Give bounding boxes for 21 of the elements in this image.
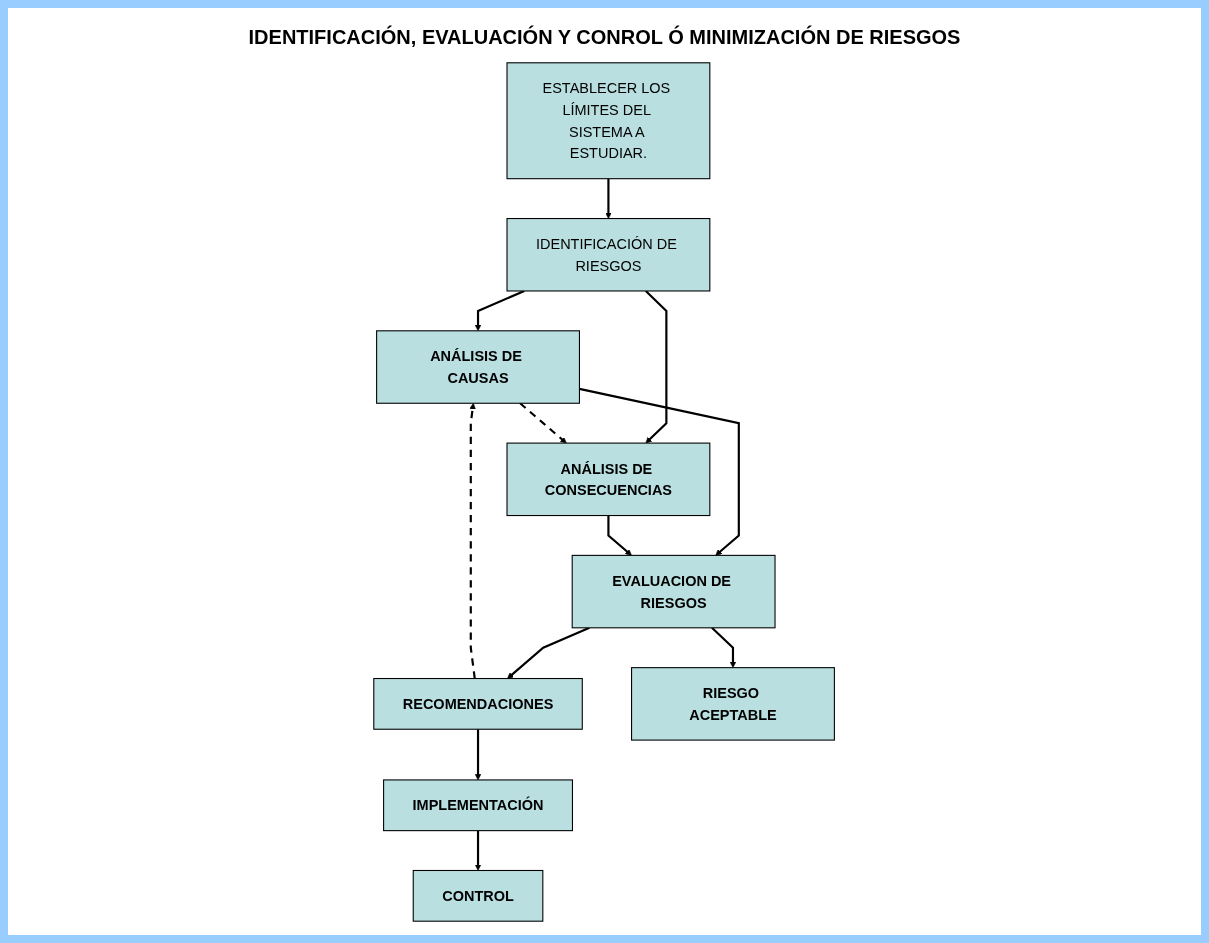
node-box [376, 330, 581, 404]
arrow [711, 627, 737, 668]
arrow [475, 729, 482, 781]
node-box [506, 442, 711, 517]
node-box [506, 62, 711, 180]
diagram-title: IDENTIFICACIÓN, EVALUACIÓN Y CONROL Ó MINIMIZACIÓN DE RIESGOS [248, 26, 961, 49]
arrow [645, 290, 668, 444]
node-box [373, 677, 584, 730]
arrow [507, 626, 591, 679]
arrow [519, 402, 568, 444]
arrow [475, 830, 482, 871]
node-box [572, 554, 776, 629]
arrow [607, 515, 633, 556]
node-box [383, 779, 574, 832]
arrow [469, 402, 477, 679]
node-box [413, 869, 544, 922]
node-box [631, 667, 836, 741]
arrow [605, 178, 612, 219]
node-box [506, 218, 711, 292]
arrow [475, 290, 526, 332]
arrow [579, 387, 741, 556]
